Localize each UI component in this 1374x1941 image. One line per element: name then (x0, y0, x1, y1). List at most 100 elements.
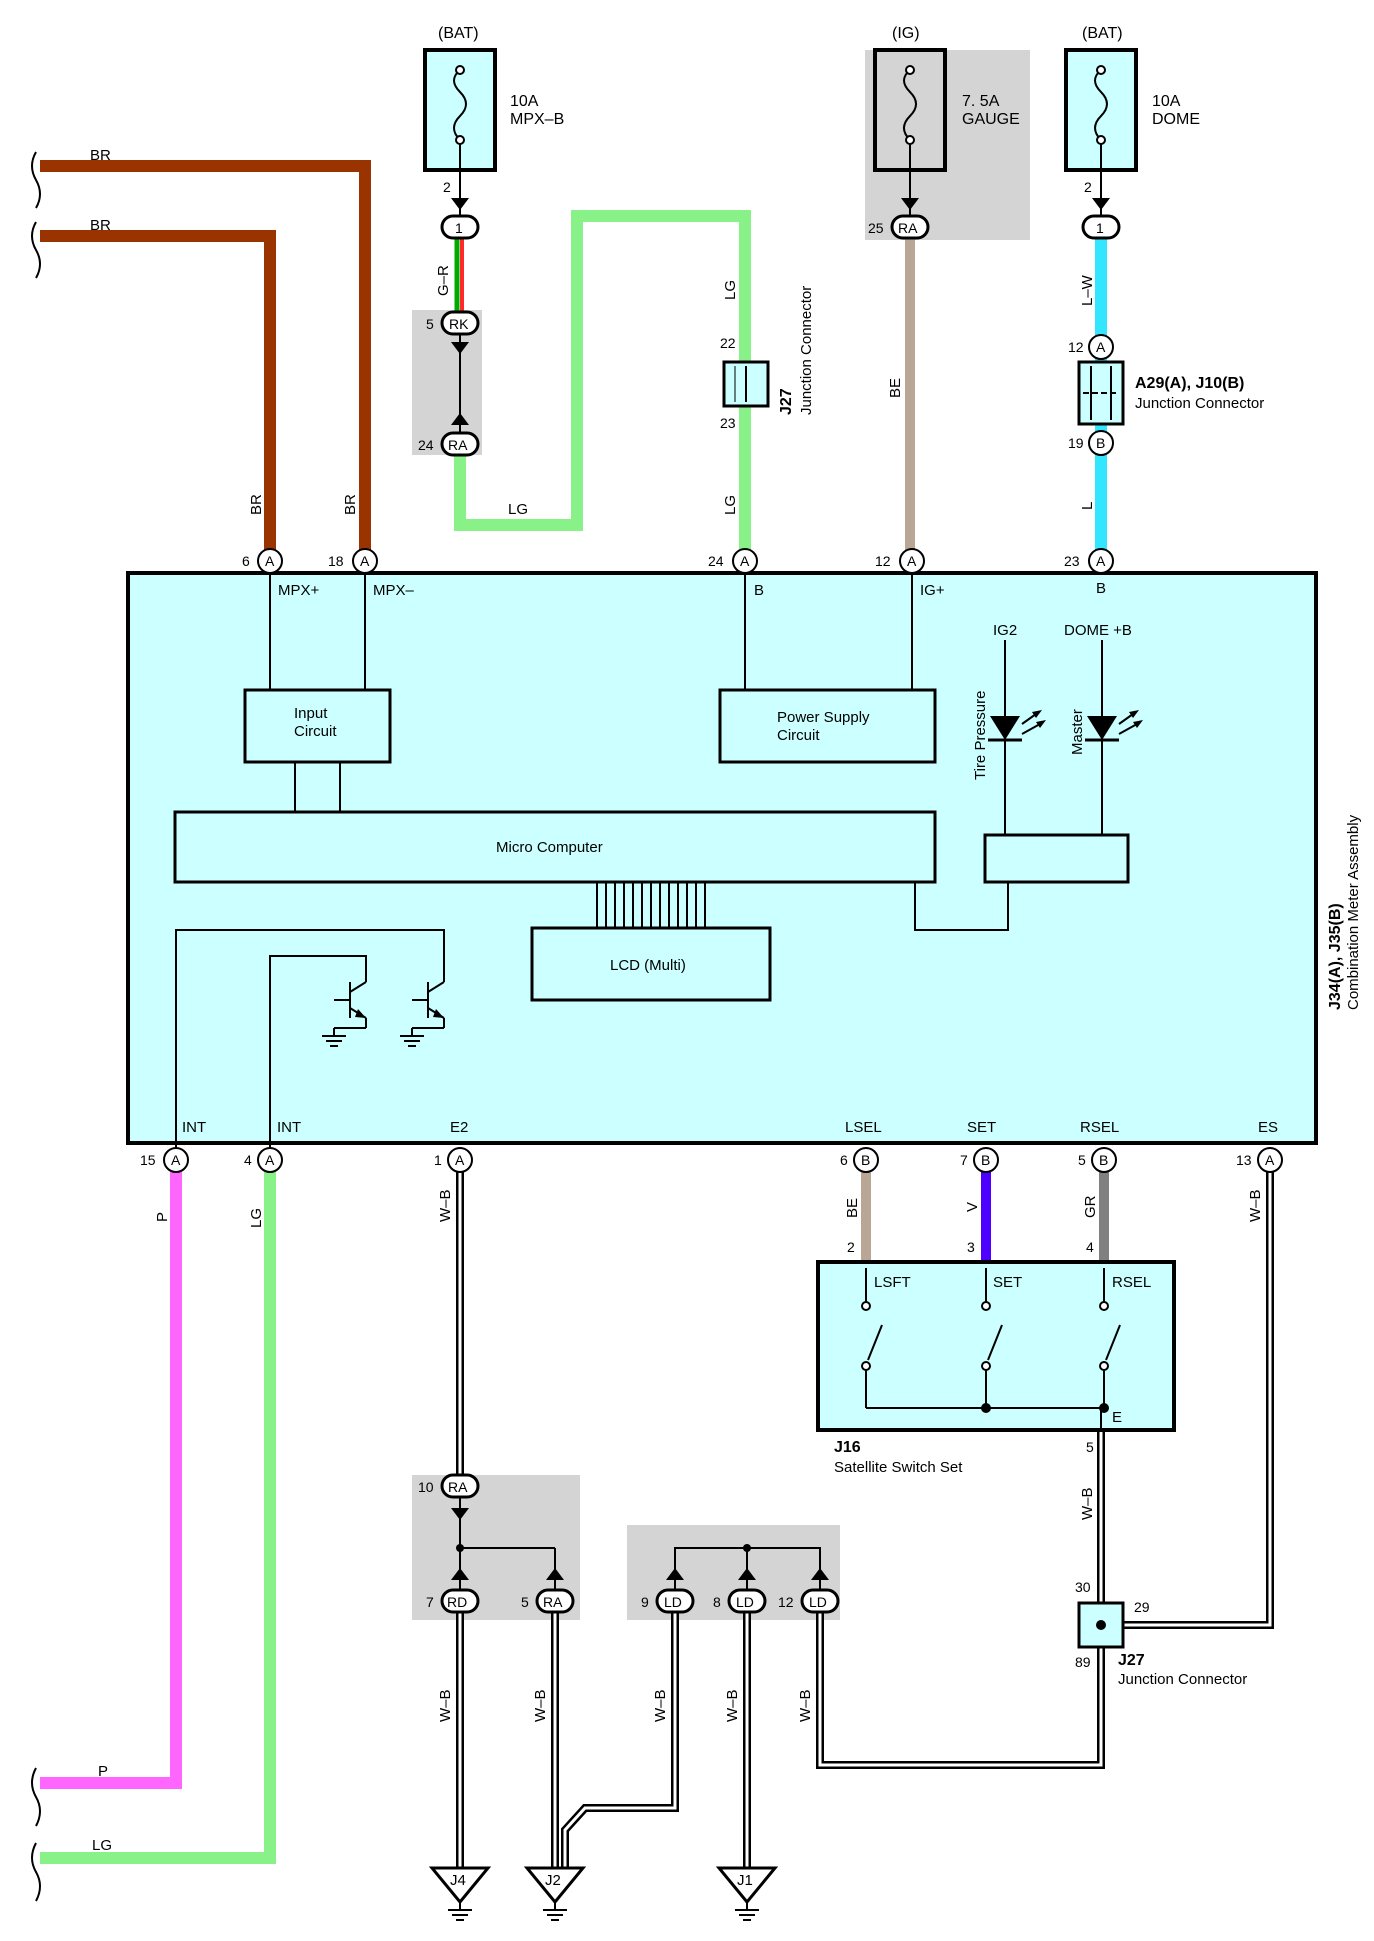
pin-3-sat: 3 (967, 1239, 975, 1255)
connector-rk: RK (440, 310, 480, 336)
label-lg-horizontal: LG (508, 501, 528, 518)
svg-text:RA: RA (543, 1594, 563, 1610)
pin-22: 22 (720, 335, 736, 351)
junction-j27-bottom (1077, 1601, 1125, 1649)
ig2-label: IG2 (993, 622, 1017, 639)
wire-wb-es (1123, 1165, 1274, 1629)
pin-13-es: 13 (1236, 1152, 1252, 1168)
fuse-dome (1064, 48, 1138, 172)
fuse-mpxb (423, 48, 497, 172)
label-lg-v2: LG (722, 495, 739, 515)
wire-g-r (454, 238, 464, 312)
satellite-id: J16 (834, 1439, 861, 1456)
wire-lg-top (454, 210, 751, 555)
connector-mpxb-1: 1 (440, 214, 480, 240)
pin-10-ra: 10 (418, 1479, 434, 1495)
connector-a-12: A (1088, 334, 1114, 360)
pin-7-rd: 7 (426, 1594, 434, 1610)
switch-lsft-icon (861, 1268, 883, 1408)
svg-text:RD: RD (447, 1594, 467, 1610)
svg-text:A: A (1096, 553, 1106, 569)
pin-5-sat: 5 (1086, 1439, 1094, 1455)
svg-text:1: 1 (1096, 220, 1104, 236)
ground-j4 (428, 1866, 492, 1921)
switch-set-icon (981, 1268, 1003, 1408)
svg-text:A: A (360, 553, 370, 569)
meter-label-int-1: INT (182, 1119, 206, 1136)
label-br-v2: BR (342, 494, 359, 515)
wire-p (40, 1165, 182, 1789)
fuse-dome-source: (BAT) (1082, 25, 1123, 42)
junction-a29-j10 (1077, 360, 1125, 426)
fuse-mpxb-name: MPX–B (510, 111, 564, 128)
meter-label-mpx-minus: MPX– (373, 582, 415, 599)
connector-ra-10: RA (440, 1473, 480, 1499)
junction-j27-top-label: Junction Connector (798, 286, 815, 415)
sat-label-lsft: LSFT (874, 1274, 911, 1291)
meter-label-set: SET (967, 1119, 996, 1136)
pin-5-rsel: 5 (1078, 1152, 1086, 1168)
label-br-2: BR (90, 217, 111, 234)
svg-text:LD: LD (809, 1594, 827, 1610)
label-wb-j4: W–B (437, 1689, 454, 1722)
label-p-v: P (154, 1212, 171, 1222)
lcd-box (530, 926, 772, 1002)
fuse-gauge-amp: 7. 5A (962, 93, 1000, 110)
pin-89: 89 (1075, 1654, 1091, 1670)
svg-text:A: A (265, 1152, 275, 1168)
pin-2-sat: 2 (847, 1239, 855, 1255)
meter-label-b-2: B (1096, 580, 1106, 597)
meter-terminal-a-15: A (163, 1147, 189, 1173)
label-be-gauge: BE (887, 378, 904, 398)
label-wb-j2: W–B (532, 1689, 549, 1722)
pin-12-a29: 12 (1068, 339, 1084, 355)
meter-label-e2: E2 (450, 1119, 468, 1136)
meter-terminal-a-18: A (352, 548, 378, 574)
fuse-mpxb-source: (BAT) (438, 25, 479, 42)
lcd-label: LCD (Multi) (610, 957, 686, 974)
pin-8-ld: 8 (713, 1594, 721, 1610)
ground-j1-label: J1 (737, 1872, 753, 1889)
power-supply-box (718, 688, 937, 764)
svg-text:B: B (1096, 435, 1105, 451)
master-label: Master (1069, 709, 1086, 755)
svg-text:LD: LD (664, 1594, 682, 1610)
label-wb-j1: W–B (724, 1689, 741, 1722)
fuse-dome-amp: 10A (1152, 93, 1181, 110)
junction-a29-label: Junction Connector (1135, 395, 1264, 412)
ground-j1 (715, 1866, 779, 1921)
satellite-switch-box (816, 1260, 1176, 1432)
pin-24-meter: 24 (708, 553, 724, 569)
svg-text:LD: LD (736, 1594, 754, 1610)
pin-7-set: 7 (960, 1152, 968, 1168)
meter-name: Combination Meter Assembly (1345, 814, 1362, 1010)
label-wb-es: W–B (1247, 1189, 1264, 1222)
meter-label-mpx-plus: MPX+ (278, 582, 320, 599)
label-wb-sat: W–B (1079, 1487, 1096, 1520)
label-lw: L–W (1079, 274, 1096, 306)
connector-b-19: B (1088, 430, 1114, 456)
connector-ld-8: LD (727, 1588, 767, 1614)
dome-b-label: DOME +B (1064, 622, 1132, 639)
svg-text:A: A (171, 1152, 181, 1168)
power-supply-label-1: Power Supply (777, 709, 870, 726)
svg-text:B: B (981, 1152, 990, 1168)
svg-text:A: A (1265, 1152, 1275, 1168)
wire-wb-ld12 (816, 1612, 1105, 1769)
fuse-gauge (873, 48, 947, 172)
pin-6-meter: 6 (242, 553, 250, 569)
svg-text:1: 1 (455, 220, 463, 236)
connector-dome-1: 1 (1081, 214, 1121, 240)
meter-id: J34(A), J35(B) (1327, 903, 1344, 1010)
pin-23-meter: 23 (1064, 553, 1080, 569)
connector-ld-9: LD (655, 1588, 695, 1614)
fuse-gauge-source: (IG) (892, 25, 920, 42)
label-wb-e2: W–B (437, 1189, 454, 1222)
svg-text:RK: RK (449, 316, 469, 332)
meter-terminal-b-5: B (1091, 1147, 1117, 1173)
connector-ld-12: LD (800, 1588, 840, 1614)
pin-15: 15 (140, 1152, 156, 1168)
data-bus (596, 882, 706, 928)
label-lg-v: LG (248, 1208, 265, 1228)
micro-computer-label: Micro Computer (496, 839, 603, 856)
